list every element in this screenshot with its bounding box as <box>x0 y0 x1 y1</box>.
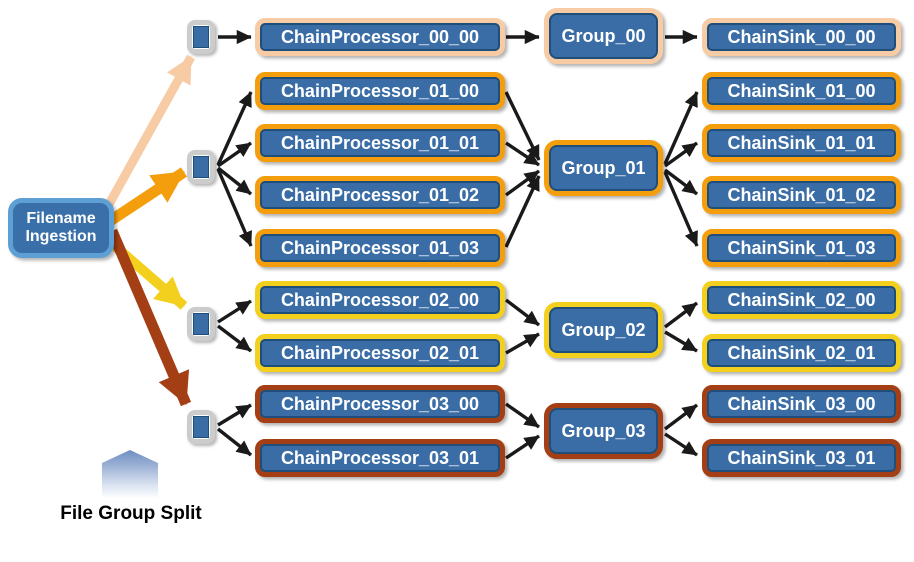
node-label: Group_01 <box>561 157 646 178</box>
processor-node: ChainProcessor_01_00 <box>255 72 505 110</box>
arrow-group-01-to-sink-01-02 <box>663 168 699 196</box>
sink-node: ChainSink_01_03 <box>702 229 901 267</box>
node-label: ChainProcessor_03_00 <box>280 393 480 414</box>
processor-node: ChainProcessor_02_00 <box>255 281 505 319</box>
group-node: Group_01 <box>544 140 663 196</box>
node-label: ChainSink_03_01 <box>727 447 876 468</box>
node-label: ChainProcessor_02_00 <box>280 289 480 310</box>
arrow-split01-to-proc-01-01 <box>217 141 252 168</box>
arrow-source-to-split-00 <box>104 54 195 209</box>
node-label: ChainProcessor_00_00 <box>280 26 480 47</box>
arrow-split02-to-proc-02-00 <box>217 299 252 324</box>
node-label: ChainSink_03_00 <box>727 393 876 414</box>
arrow-proc-03-00-to-group-03 <box>505 402 540 429</box>
processor-node: ChainProcessor_00_00 <box>255 18 505 56</box>
file-icon <box>193 156 209 178</box>
sink-node: ChainSink_02_00 <box>702 281 901 319</box>
arrow-proc-02-00-to-group-02 <box>504 298 541 327</box>
file-icon <box>193 26 209 48</box>
arrow-proc-01-03-to-group-01 <box>504 175 541 248</box>
sink-node: ChainSink_01_02 <box>702 176 901 214</box>
arrow-proc-01-01-to-group-01 <box>505 141 540 167</box>
node-label: ChainProcessor_01_01 <box>280 132 480 153</box>
sink-node: ChainSink_03_00 <box>702 385 901 423</box>
arrow-split03-to-proc-03-00 <box>217 403 252 427</box>
node-label: ChainSink_02_01 <box>727 342 876 363</box>
arrow-split03-to-proc-03-01 <box>216 427 253 457</box>
node-label: ChainProcessor_02_01 <box>280 342 480 363</box>
sink-node: ChainSink_01_01 <box>702 124 901 162</box>
processor-node: ChainProcessor_02_01 <box>255 334 505 372</box>
processor-node: ChainProcessor_03_00 <box>255 385 505 423</box>
arrow-proc-01-00-to-group-01 <box>504 91 541 161</box>
sink-node: ChainSink_03_01 <box>702 439 901 477</box>
arrow-split01-to-proc-01-03 <box>216 168 253 247</box>
arrow-group-02-to-sink-02-00 <box>663 301 699 329</box>
node-label: ChainProcessor_01_00 <box>280 80 480 101</box>
processor-node: ChainProcessor_01_02 <box>255 176 505 214</box>
arrow-proc-03-01-to-group-03 <box>505 434 540 460</box>
node-label: Group_03 <box>561 420 646 441</box>
arrow-split02-to-proc-02-01 <box>216 324 253 353</box>
arrow-group-01-to-sink-01-00 <box>663 91 699 165</box>
file-icon <box>193 313 209 335</box>
group-node: Group_02 <box>544 302 663 358</box>
source-node-filename-ingestion: Filename Ingestion <box>8 198 114 258</box>
arrow-group-01-to-sink-01-01 <box>664 141 698 168</box>
node-label: ChainSink_01_03 <box>727 237 876 258</box>
processor-node: ChainProcessor_01_03 <box>255 229 505 267</box>
group-node: Group_03 <box>544 403 663 459</box>
arrow-split01-to-proc-01-02 <box>216 166 253 196</box>
split-node-03 <box>187 410 215 444</box>
legend-label: File Group Split <box>60 503 202 524</box>
node-label: ChainProcessor_01_02 <box>280 184 480 205</box>
split-node-01 <box>187 150 215 184</box>
arrow-group-01-to-sink-01-03 <box>663 171 699 247</box>
arrow-group-03-to-sink-03-01 <box>664 432 698 457</box>
arrow-proc-01-02-to-group-01 <box>505 169 540 197</box>
arrow-split01-to-proc-01-00 <box>216 91 253 166</box>
arrow-source-to-split-01 <box>106 167 188 226</box>
split-node-02 <box>187 307 215 341</box>
node-label: ChainProcessor_01_03 <box>280 237 480 258</box>
node-label: ChainProcessor_03_01 <box>280 447 480 468</box>
sink-node: ChainSink_01_00 <box>702 72 901 110</box>
split-node-00 <box>187 20 215 54</box>
node-label: Group_02 <box>561 319 646 340</box>
node-label: ChainSink_02_00 <box>727 289 876 310</box>
group-node: Group_00 <box>544 8 663 64</box>
node-label: Group_00 <box>561 25 646 46</box>
file-icon <box>193 416 209 438</box>
node-label: ChainSink_01_01 <box>727 132 876 153</box>
arrow-proc-02-01-to-group-02 <box>505 332 540 355</box>
node-label: ChainSink_01_00 <box>727 80 876 101</box>
arrow-group-03-to-sink-03-00 <box>663 403 699 431</box>
node-label: ChainSink_00_00 <box>727 26 876 47</box>
arrow-source-to-split-03 <box>106 228 192 407</box>
source-label: Filename Ingestion <box>25 209 97 245</box>
processor-node: ChainProcessor_01_01 <box>255 124 505 162</box>
arrow-group-02-to-sink-02-01 <box>664 330 698 353</box>
sink-node: ChainSink_00_00 <box>702 18 901 56</box>
node-label: ChainSink_01_02 <box>727 184 876 205</box>
processor-node: ChainProcessor_03_01 <box>255 439 505 477</box>
sink-node: ChainSink_02_01 <box>702 334 901 372</box>
